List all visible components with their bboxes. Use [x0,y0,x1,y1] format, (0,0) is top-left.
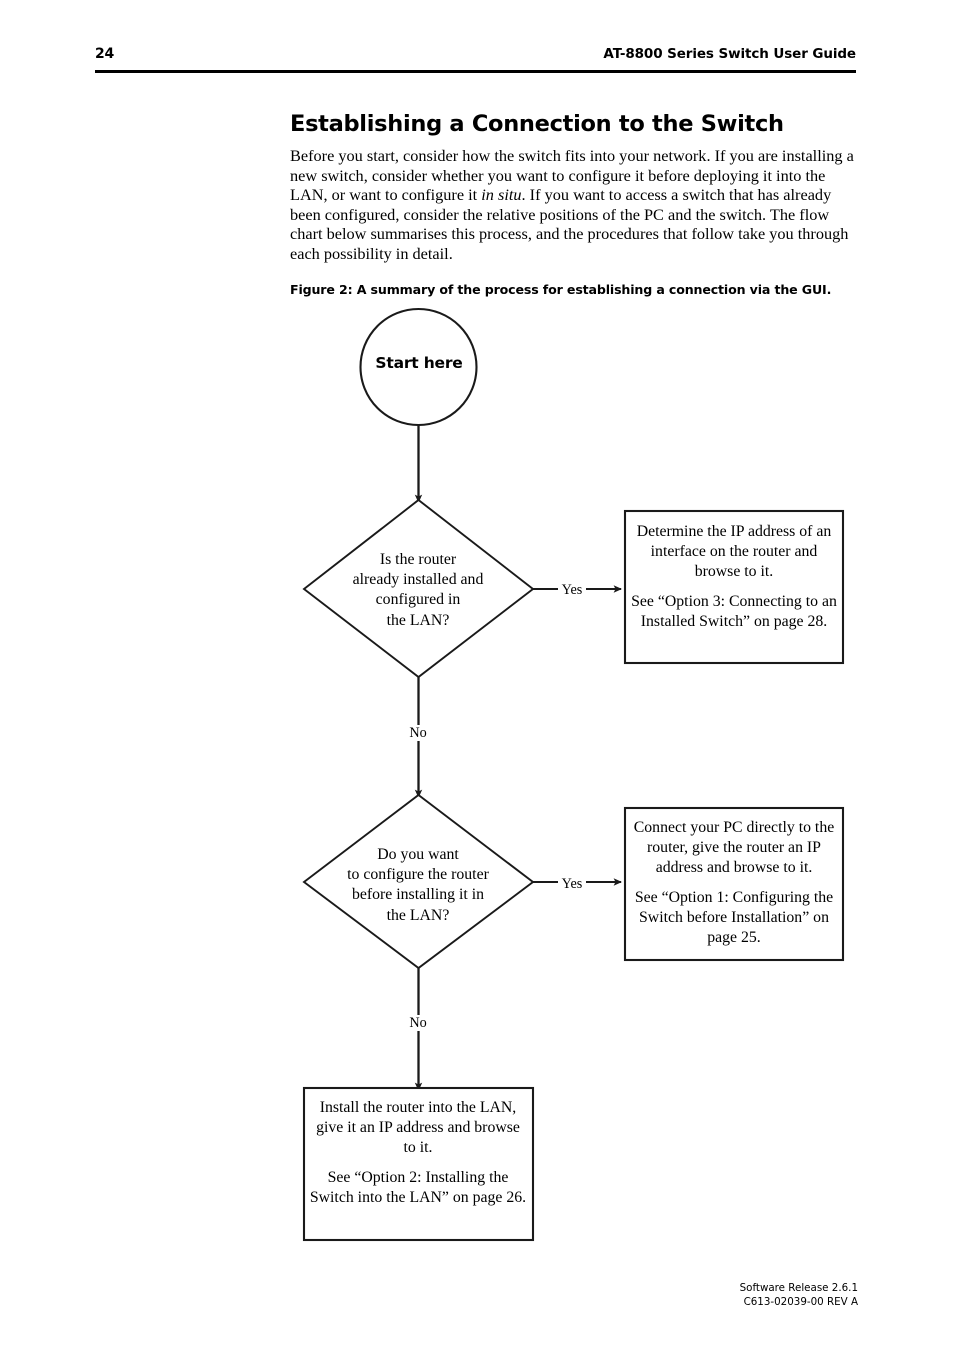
intro-paragraph-part-2: . If you want to access a switch that ha… [290,185,849,263]
figure-caption: Figure 2: A summary of the process for e… [290,282,832,297]
header-divider-rule [95,70,856,73]
intro-paragraph-part-1: Before you start, consider how the switc… [290,146,854,205]
node-decision-2-shape [302,793,535,970]
edge-label-decision-1-yes: Yes [558,582,586,598]
footer-software-release: Software Release 2.6.1 [739,1282,858,1294]
section-heading: Establishing a Connection to the Switch [290,111,784,138]
edge-label-decision-2-no: No [404,1015,432,1031]
node-process-3-shape [302,1086,535,1242]
footer-document-code: C613-02039-00 REV A [743,1295,858,1308]
node-decision-1-shape [302,498,535,679]
page-header: 24 AT-8800 Series Switch User Guide [95,46,856,74]
edge-label-decision-2-yes: Yes [558,876,586,892]
node-process-2-shape [623,806,845,962]
node-start-shape [359,307,478,427]
edge-label-decision-1-no: No [404,725,432,741]
page-number: 24 [95,46,115,62]
intro-paragraph: Before you start, consider how the switc… [290,146,856,264]
page-footer: Software Release 2.6.1 C613-02039-00 REV… [740,1282,858,1309]
node-process-1-shape [623,509,845,665]
intro-paragraph-italic-term: in situ [481,185,522,205]
header-document-title: AT-8800 Series Switch User Guide [603,46,856,62]
